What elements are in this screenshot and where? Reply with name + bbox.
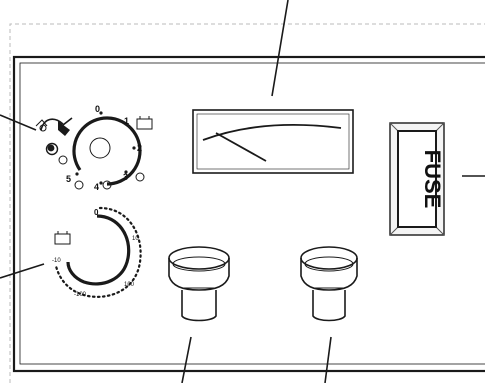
selector-dial-center	[89, 137, 111, 159]
selector-tick-2: 2	[137, 143, 142, 153]
range-label-neg-10: -10	[52, 258, 61, 264]
selector-tick-1: 1	[124, 116, 129, 126]
leader-meter	[271, 0, 289, 97]
cylinder-knob-icon	[168, 246, 230, 322]
leader-range-dial	[0, 263, 45, 279]
leader-selector-dial	[0, 114, 37, 131]
small-circle-icons	[58, 155, 145, 190]
range-label-10: 10	[132, 236, 139, 242]
selector-tick-3: 3	[123, 172, 128, 182]
cylinder-knob-icon	[300, 246, 358, 322]
panel-frame-outer	[12, 55, 485, 373]
battery-icon	[136, 116, 153, 130]
range-label-100: 100	[124, 282, 135, 288]
battery-icon	[54, 231, 71, 245]
selector-dial[interactable]: 0 1 2 3 4 5	[35, 104, 153, 192]
range-dial-arc	[66, 214, 131, 286]
fuse-body	[397, 130, 437, 228]
range-dial[interactable]: 0 10 100 -10 -100	[52, 206, 142, 298]
fuse-label: FUSE	[420, 150, 445, 209]
selector-tick-0: 0	[95, 104, 100, 114]
analog-meter	[192, 109, 354, 174]
meter-window-inner	[196, 113, 350, 170]
needle-icon	[215, 132, 267, 162]
left-knob[interactable]	[168, 246, 230, 322]
range-label-0: 0	[94, 208, 99, 217]
meter-window	[192, 109, 354, 174]
power-icon	[45, 142, 59, 156]
fuse-holder[interactable]: FUSE	[389, 122, 445, 236]
range-label-neg-100: -100	[74, 292, 87, 298]
leader-right-knob	[324, 336, 332, 384]
selector-dial-ticks	[75, 111, 136, 185]
selector-tick-4: 4	[94, 182, 99, 192]
selector-tick-5: 5	[66, 174, 71, 184]
outer-dashed-border	[9, 23, 485, 383]
leader-left-knob	[181, 336, 192, 384]
range-dial-scale	[54, 206, 142, 298]
panel-frame-inner	[19, 62, 485, 365]
right-knob[interactable]	[300, 246, 358, 322]
wrench-icon	[35, 117, 73, 136]
meter-scale-icon	[202, 123, 342, 141]
selector-dial-ring	[72, 116, 142, 186]
